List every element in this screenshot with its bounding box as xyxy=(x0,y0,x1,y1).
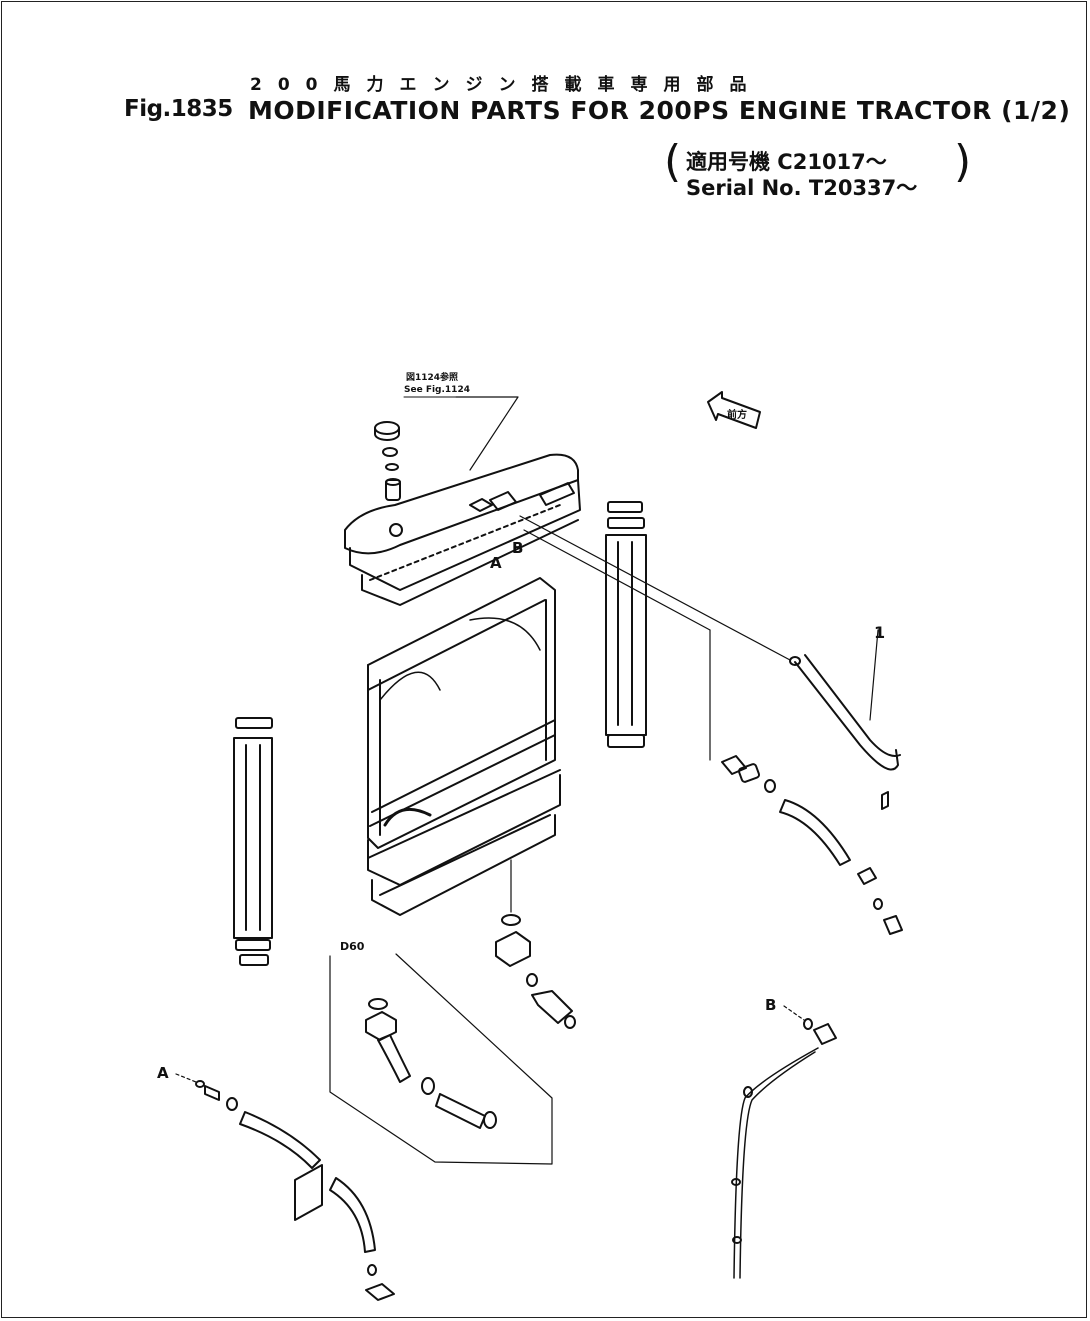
radiator-bottom-outlet xyxy=(495,859,576,1029)
d60-variant-group: D60 xyxy=(329,940,553,1165)
callout-part-1: 1 xyxy=(874,623,885,642)
lower-left-hose-a: A xyxy=(157,1064,395,1301)
radiator-cap-assembly xyxy=(374,421,401,501)
radiator-core xyxy=(367,577,561,916)
serial-applicability: ( 適用号機 C21017～ Serial No. T20337～ ) xyxy=(664,136,984,202)
serial-japanese: 適用号機 C21017～ xyxy=(686,150,887,174)
figure-title: MODIFICATION PARTS FOR 200PS ENGINE TRAC… xyxy=(248,96,1071,125)
open-paren: ( xyxy=(664,136,682,187)
reference-leader-line xyxy=(455,396,519,471)
label-a-top: A xyxy=(490,554,502,572)
reference-note-en: See Fig.1124 xyxy=(404,385,470,395)
right-hose-chain xyxy=(721,755,903,935)
lower-right-tube-b: B xyxy=(731,996,837,1279)
close-paren: ) xyxy=(954,136,972,187)
label-b-bottom: B xyxy=(765,996,776,1014)
water-pipe-part-1: 1 xyxy=(519,515,901,810)
label-b-top: B xyxy=(512,539,523,557)
front-direction-arrow: 前方 xyxy=(707,391,761,429)
direction-label: 前方 xyxy=(727,408,747,421)
japanese-title: 200馬力エンジン搭載車専用部品 xyxy=(250,75,763,95)
left-oil-cooler xyxy=(233,717,273,966)
serial-number: Serial No. T20337～ xyxy=(686,176,918,200)
figure-number: Fig.1835 xyxy=(124,96,233,122)
label-a-bottom: A xyxy=(157,1064,169,1082)
right-oil-cooler xyxy=(605,501,647,748)
radiator-upper-tank: A B xyxy=(344,453,581,606)
d60-variant-label: D60 xyxy=(340,940,365,953)
reference-note-jp: 図1124参照 xyxy=(406,371,458,383)
